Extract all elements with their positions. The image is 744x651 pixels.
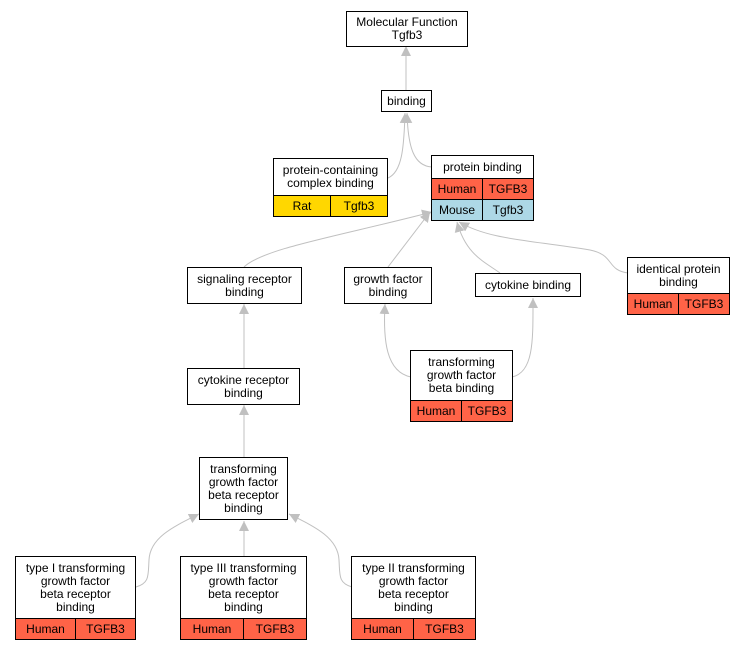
gene-cell: TGFB3 [413, 619, 475, 639]
species-cell: Human [192, 622, 232, 636]
node-growth-factor-binding[interactable]: growth factor binding [344, 267, 432, 304]
node-label: cytokine receptor binding [197, 372, 290, 400]
edge-pb-to-binding [402, 112, 433, 168]
species-cell: Rat [292, 199, 312, 213]
node-label: type II transforming growth factor beta … [362, 560, 465, 614]
edge-ipb-to-pb [458, 221, 629, 274]
edge-tgfbb-to-gfb [379, 303, 412, 378]
node-label: binding [387, 93, 426, 108]
annotation-row: Human TGFB3 [181, 618, 306, 639]
edge-gfb-to-pb [387, 211, 431, 268]
species-cell: Human [26, 622, 65, 636]
node-type-i-tgf-beta-receptor-binding[interactable]: type I transforming growth factor beta r… [15, 556, 136, 640]
node-label: protein binding [443, 159, 522, 174]
node-type-iii-tgf-beta-receptor-binding[interactable]: type III transforming growth factor beta… [180, 556, 307, 640]
node-label: protein-containing complex binding [282, 163, 379, 190]
edges [135, 46, 629, 588]
gene-cell: TGFB3 [461, 401, 512, 421]
node-label: cytokine binding [484, 277, 572, 292]
node-protein-containing-complex-binding[interactable]: protein-containing complex binding Rat T… [273, 158, 388, 217]
annotation-row: Human TGFB3 [411, 400, 512, 421]
node-label: growth factor binding [353, 271, 423, 299]
node-label: transforming growth factor beta binding [426, 355, 497, 395]
gene-cell: Tgfb3 [482, 200, 533, 220]
node-label: type III transforming growth factor beta… [190, 560, 297, 614]
node-molecular-function[interactable]: Molecular Function Tgfb3 [346, 11, 468, 47]
species-cell: Mouse [438, 203, 476, 217]
node-tgf-beta-receptor-binding[interactable]: transforming growth factor beta receptor… [199, 457, 288, 520]
node-cytokine-binding[interactable]: cytokine binding [475, 273, 581, 297]
gene-cell: TGFB3 [243, 619, 306, 639]
species-cell: Human [416, 404, 456, 418]
edge-tgfbb-to-cb [511, 297, 539, 378]
node-type-ii-tgf-beta-receptor-binding[interactable]: type II transforming growth factor beta … [351, 556, 476, 640]
edge-pccb-to-binding [387, 112, 410, 179]
node-tgf-beta-binding[interactable]: transforming growth factor beta binding … [410, 350, 513, 422]
node-label: Molecular Function Tgfb3 [356, 15, 458, 42]
edge-srb-to-pb [243, 209, 433, 268]
edge-cb-to-pb [454, 221, 501, 274]
annotation-row: Human TGFB3 [432, 178, 533, 199]
annotation-row: Human TGFB3 [628, 293, 729, 314]
node-identical-protein-binding[interactable]: identical protein binding Human TGFB3 [627, 257, 730, 315]
gene-cell: TGFB3 [75, 619, 135, 639]
species-cell: Human [363, 622, 402, 636]
species-cell: Human [633, 297, 673, 311]
gene-cell: TGFB3 [482, 179, 533, 199]
node-binding[interactable]: binding [381, 90, 432, 112]
node-label: transforming growth factor beta receptor… [208, 461, 279, 515]
node-protein-binding[interactable]: protein binding Human TGFB3 Mouse Tgfb3 [431, 155, 534, 221]
annotation-row: Human TGFB3 [16, 618, 135, 639]
node-cytokine-receptor-binding[interactable]: cytokine receptor binding [187, 368, 300, 405]
annotation-row: Human TGFB3 [352, 618, 475, 639]
annotation-row: Mouse Tgfb3 [432, 199, 533, 220]
node-label: type I transforming growth factor beta r… [25, 560, 126, 614]
gene-cell: Tgfb3 [330, 196, 387, 216]
node-label: identical protein binding [636, 261, 721, 289]
edge-t1-to-tgfbrb [135, 513, 200, 588]
edge-t2-to-tgfbrb [288, 513, 353, 588]
species-cell: Human [437, 182, 477, 196]
gene-cell: TGFB3 [678, 294, 729, 314]
annotation-row: Rat Tgfb3 [274, 195, 387, 216]
node-label: signaling receptor binding [197, 271, 292, 299]
node-signaling-receptor-binding[interactable]: signaling receptor binding [187, 267, 302, 304]
